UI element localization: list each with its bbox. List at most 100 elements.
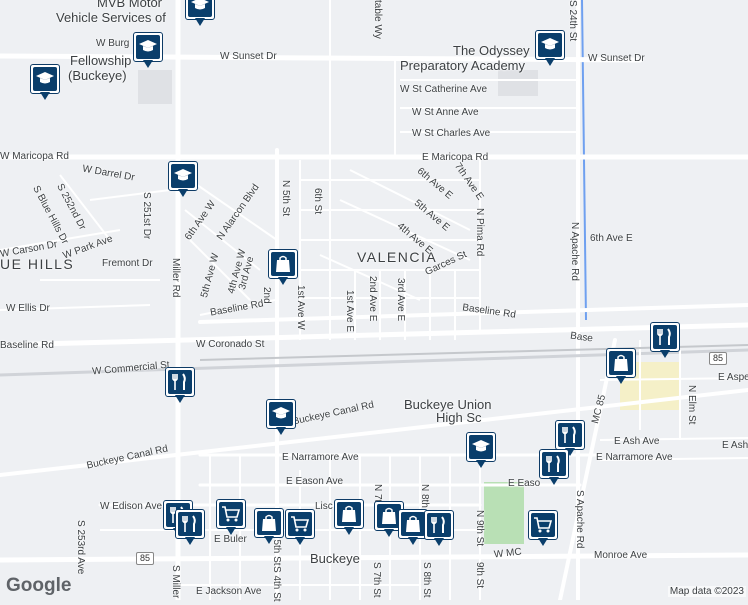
street-label: 6th St [312, 188, 323, 215]
shopping-cart-icon [291, 516, 310, 532]
street-label: 3rd Ave E [395, 278, 406, 322]
street-label: Fremont Dr [102, 258, 153, 269]
highway-shield: 85 [709, 352, 728, 365]
street-label: W St Catherine Ave [400, 84, 488, 95]
street-label: E Narramore Ave [282, 452, 359, 463]
school-marker[interactable] [133, 32, 163, 70]
street-label: W Maricopa Rd [0, 151, 69, 162]
fork-knife-icon [562, 426, 576, 443]
poi-label: High Sc [436, 410, 482, 425]
graduation-cap-icon [472, 440, 490, 452]
fork-knife-icon [182, 515, 196, 532]
school-marker[interactable] [185, 0, 215, 28]
school-marker[interactable] [535, 30, 565, 68]
area-label: UE HILLS [0, 256, 75, 272]
restaurant-marker[interactable] [539, 449, 569, 487]
graduation-cap-icon [541, 38, 559, 50]
street-label: 2nd Ave E [367, 276, 378, 322]
shopping-bag-icon [614, 354, 628, 371]
shopping-bag-icon [382, 507, 396, 524]
shopping-cart-icon [534, 517, 553, 533]
street-label: N Pima Rd [474, 208, 485, 257]
street-label: 9th St [474, 562, 485, 589]
shopping-bag-icon [262, 514, 276, 531]
google-logo: Google [6, 575, 72, 596]
street-label: table Wy [372, 0, 383, 39]
street-label: Monroe Ave [594, 550, 648, 561]
restaurant-marker[interactable] [165, 367, 195, 405]
street-label: Lisc [315, 501, 333, 512]
street-label: 6th Ave E [590, 233, 633, 244]
restaurant-marker[interactable] [555, 420, 585, 458]
street-label: 1st Ave W [295, 285, 306, 330]
restaurant-marker[interactable] [424, 510, 454, 548]
school-marker[interactable] [168, 161, 198, 199]
street-label: E Jackson Ave [196, 586, 262, 597]
street-label: E Eason Ave [286, 476, 344, 487]
fork-knife-icon [657, 328, 671, 345]
street-label: W Ellis Dr [6, 303, 50, 314]
street-label: S 24th St [567, 0, 578, 42]
shopping-marker[interactable] [374, 501, 404, 539]
graduation-cap-icon [36, 72, 54, 84]
street-label: W St Charles Ave [412, 128, 491, 139]
restaurant-marker[interactable] [650, 322, 680, 360]
shopping-cart-icon [222, 506, 241, 522]
street-label: S 7th St [371, 562, 382, 598]
fork-knife-icon [546, 455, 560, 472]
graduation-cap-icon [191, 0, 209, 10]
shopping-marker[interactable] [398, 509, 428, 547]
street-label: W Sunset Dr [588, 53, 645, 64]
shopping-marker[interactable] [606, 348, 636, 386]
street-label: W Burg [96, 38, 130, 49]
street-label: E Ash [722, 440, 748, 451]
school-marker[interactable] [30, 64, 60, 102]
street-label: Miller Rd [170, 258, 181, 298]
shopping-bag-icon [342, 505, 356, 522]
school-marker[interactable] [466, 432, 496, 470]
street-label: E Ash Ave [614, 436, 660, 447]
street-label: S 251st Dr [141, 192, 152, 240]
fork-knife-icon [172, 373, 186, 390]
street-label: S 8th St [421, 562, 432, 598]
shopping-marker[interactable] [268, 249, 298, 287]
street-label: E Buler [214, 534, 247, 545]
street-label: W Edison Ave [100, 501, 163, 512]
poi-label: Preparatory Academy [400, 58, 526, 73]
fork-knife-icon [431, 516, 445, 533]
city-label: Buckeye [310, 551, 360, 566]
street-label: Baseline Rd [0, 340, 54, 351]
area-label: VALENCIA [357, 249, 438, 265]
grocery-marker[interactable] [216, 499, 246, 537]
street-label: N 5th St [280, 180, 291, 217]
poi-label: MVB Motor [97, 0, 163, 10]
street-label: N 9th St [474, 510, 485, 547]
graduation-cap-icon [174, 169, 192, 181]
street-label: E Easo [508, 478, 541, 489]
shopping-marker[interactable] [334, 499, 364, 537]
street-label: W St Anne Ave [412, 107, 479, 118]
poi-label: The Odyssey [453, 43, 530, 58]
street-label: W Sunset Dr [220, 51, 277, 62]
shopping-bag-icon [406, 515, 420, 532]
street-label: W Coronado St [196, 339, 265, 350]
shopping-bag-icon [276, 255, 290, 272]
poi-label: Vehicle Services of [56, 10, 166, 25]
map-attribution[interactable]: Map data ©2023 [667, 586, 746, 597]
grocery-marker[interactable] [285, 509, 315, 547]
shopping-marker[interactable] [254, 508, 284, 546]
poi-label: Buckeye Union [404, 397, 492, 412]
street-label: S Apache Rd [574, 490, 585, 549]
street-label: N 8th [419, 484, 430, 508]
street-label: S 253rd Ave [75, 520, 86, 575]
grocery-marker[interactable] [528, 510, 558, 548]
graduation-cap-icon [272, 407, 290, 419]
poi-label: Fellowship [70, 53, 132, 68]
street-label: E Aspe [718, 372, 748, 383]
restaurant-marker[interactable] [175, 509, 205, 547]
poi-label: (Buckeye) [68, 68, 127, 83]
street-label: N Apache Rd [569, 222, 580, 281]
street-label: S 4th St [271, 566, 282, 602]
school-marker[interactable] [266, 399, 296, 437]
